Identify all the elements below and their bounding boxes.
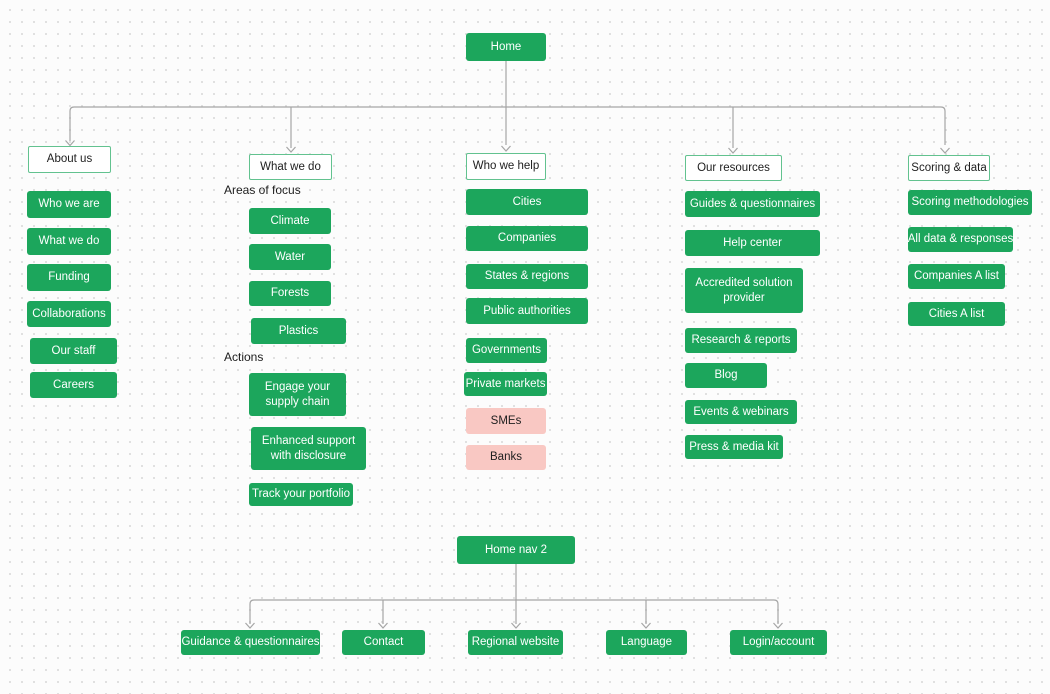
arrowhead [940, 147, 950, 154]
node-forests[interactable]: Forests [249, 281, 331, 306]
connector-top-rail [69, 106, 946, 145]
column-header-scoring-data[interactable]: Scoring & data [908, 155, 990, 181]
column-header-about-us[interactable]: About us [28, 146, 111, 173]
node-blog[interactable]: Blog [685, 363, 767, 388]
node-accredited-solution-provider[interactable]: Accredited solution provider [685, 268, 803, 313]
node-companies-a-list[interactable]: Companies A list [908, 264, 1005, 289]
node-climate[interactable]: Climate [249, 208, 331, 234]
arrowhead [511, 622, 521, 629]
arrowhead [286, 146, 296, 153]
node-our-staff[interactable]: Our staff [30, 338, 117, 364]
node-login-account[interactable]: Login/account [730, 630, 827, 655]
node-scoring-methodologies[interactable]: Scoring methodologies [908, 190, 1032, 215]
node-contact[interactable]: Contact [342, 630, 425, 655]
node-cities-a-list[interactable]: Cities A list [908, 302, 1005, 326]
arrowhead [245, 622, 255, 629]
node-home-nav-2[interactable]: Home nav 2 [457, 536, 575, 564]
node-help-center[interactable]: Help center [685, 230, 820, 256]
node-track-your-portfolio[interactable]: Track your portfolio [249, 483, 353, 506]
node-regional-website[interactable]: Regional website [468, 630, 563, 655]
node-collaborations[interactable]: Collaborations [27, 301, 111, 327]
node-cities[interactable]: Cities [466, 189, 588, 215]
node-water[interactable]: Water [249, 244, 331, 270]
node-companies[interactable]: Companies [466, 226, 588, 251]
connector-bottom-rail [249, 599, 779, 624]
node-states-regions[interactable]: States & regions [466, 264, 588, 289]
node-plastics[interactable]: Plastics [251, 318, 346, 344]
node-public-authorities[interactable]: Public authorities [466, 298, 588, 324]
node-enhanced-support-disclosure[interactable]: Enhanced support with disclosure [251, 427, 366, 470]
column-header-our-resources[interactable]: Our resources [685, 155, 782, 181]
arrowhead [501, 145, 511, 152]
node-all-data-responses[interactable]: All data & responses [908, 227, 1013, 252]
node-what-we-do-page[interactable]: What we do [27, 228, 111, 255]
node-press-media-kit[interactable]: Press & media kit [685, 435, 783, 459]
node-smes[interactable]: SMEs [466, 408, 546, 434]
arrowhead [773, 622, 783, 629]
node-who-we-are[interactable]: Who we are [27, 191, 111, 218]
node-guides-questionnaires[interactable]: Guides & questionnaires [685, 191, 820, 217]
arrowhead [378, 622, 388, 629]
arrowhead [641, 622, 651, 629]
node-research-reports[interactable]: Research & reports [685, 328, 797, 353]
label-areas-of-focus: Areas of focus [224, 183, 301, 197]
node-governments[interactable]: Governments [466, 338, 547, 363]
arrowhead [65, 140, 75, 147]
node-language[interactable]: Language [606, 630, 687, 655]
node-private-markets[interactable]: Private markets [464, 372, 547, 396]
label-actions: Actions [224, 350, 264, 364]
arrowhead [728, 147, 738, 154]
node-guidance-questionnaires[interactable]: Guidance & questionnaires [181, 630, 320, 655]
node-events-webinars[interactable]: Events & webinars [685, 400, 797, 424]
column-header-who-we-help[interactable]: Who we help [466, 153, 546, 180]
node-banks[interactable]: Banks [466, 445, 546, 470]
column-header-what-we-do[interactable]: What we do [249, 154, 332, 180]
node-home[interactable]: Home [466, 33, 546, 61]
node-engage-supply-chain[interactable]: Engage your supply chain [249, 373, 346, 416]
node-funding[interactable]: Funding [27, 264, 111, 291]
node-careers[interactable]: Careers [30, 372, 117, 398]
